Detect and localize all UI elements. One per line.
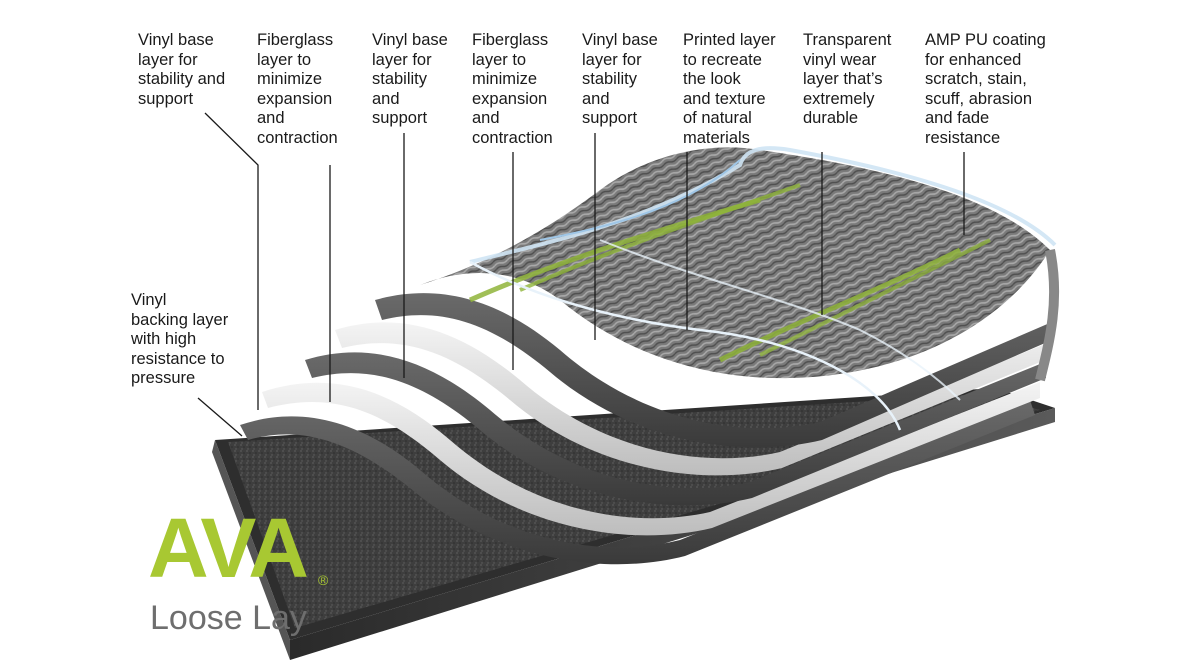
brand-logo-wordmark: AVA <box>148 501 309 595</box>
callout-fiberglass-1: Fiberglass layer to minimize expansion a… <box>257 31 338 147</box>
callout-fiberglass-2: Fiberglass layer to minimize expansion a… <box>472 31 553 147</box>
registered-mark: ® <box>318 572 329 588</box>
callout-vinyl-base-3: Vinyl base layer for stability and suppo… <box>582 31 658 127</box>
callout-printed-layer: Printed layer to recreate the look and t… <box>683 31 776 147</box>
callout-backing-layer: Vinyl backing layer with high resistance… <box>131 291 229 387</box>
callout-wear-layer: Transparent vinyl wear layer that’s extr… <box>803 31 892 127</box>
leader-lines <box>197 112 965 437</box>
callout-vinyl-base-2: Vinyl base layer for stability and suppo… <box>372 31 448 127</box>
callout-vinyl-base-1: Vinyl base layer for stability and suppo… <box>138 31 226 108</box>
brand-subtitle: Loose Lay <box>150 599 307 637</box>
callout-pu-coating: AMP PU coating for enhanced scratch, sta… <box>925 31 1046 147</box>
layer-sheets <box>240 146 1060 565</box>
